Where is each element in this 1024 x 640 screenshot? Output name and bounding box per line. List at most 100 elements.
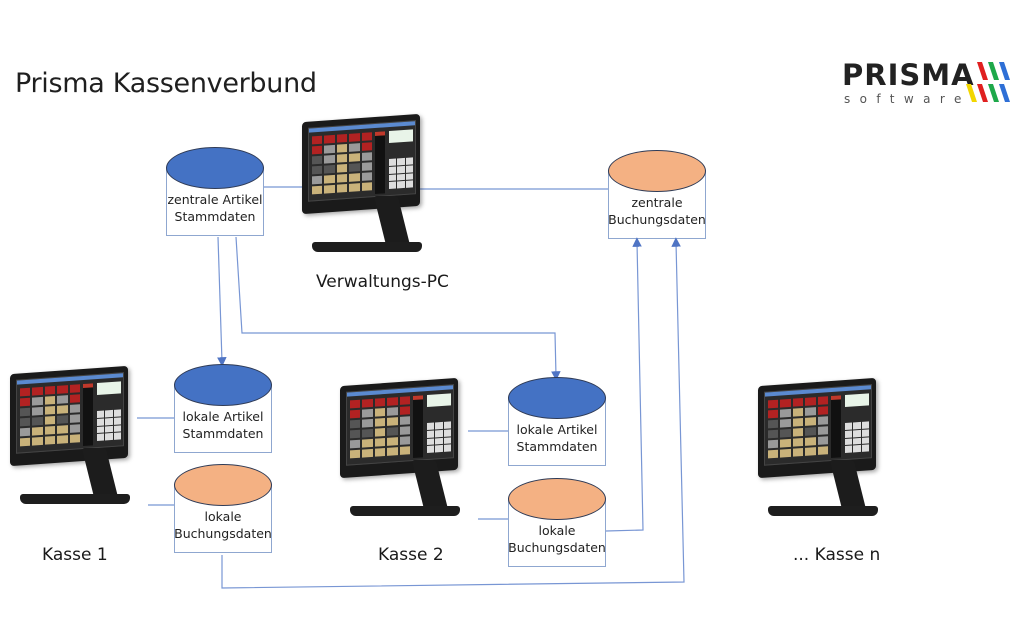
screen-key xyxy=(105,425,113,433)
screen-tile xyxy=(362,448,373,458)
screen-tile xyxy=(362,398,373,408)
screen-key xyxy=(405,157,413,165)
screen-key xyxy=(845,430,853,438)
screen-tile xyxy=(324,184,335,194)
screen-key xyxy=(427,438,435,446)
screen-tile xyxy=(69,384,80,393)
screen-tile xyxy=(374,447,386,457)
screen-tile xyxy=(805,447,816,456)
screen-tile xyxy=(32,396,43,406)
terminal-kasse-1 xyxy=(0,365,150,520)
screen-tile xyxy=(44,435,56,445)
screen-tile xyxy=(44,405,56,415)
screen-tile xyxy=(399,446,410,455)
screen-key xyxy=(443,444,451,452)
screen-tile xyxy=(387,427,398,436)
screen-key xyxy=(405,172,413,181)
screen-key xyxy=(113,417,121,425)
link-central-to-k1-master xyxy=(217,236,227,367)
logo-stripe xyxy=(999,62,1010,80)
screen-tile xyxy=(349,153,360,162)
screen-keypad xyxy=(845,421,869,454)
screen-tile xyxy=(44,395,56,405)
screen-tile xyxy=(362,418,373,428)
screen-key xyxy=(105,417,113,425)
terminal-screen xyxy=(302,113,420,215)
screen-tile xyxy=(349,163,360,172)
screen-key xyxy=(97,433,105,442)
screen-key xyxy=(389,174,397,182)
screen-key xyxy=(113,424,121,433)
logo-wordmark: PRISMA xyxy=(842,58,975,92)
screen-key xyxy=(861,444,869,452)
screen-tile xyxy=(312,155,323,165)
screen-tile xyxy=(336,153,348,163)
screen-tile xyxy=(349,143,360,152)
screen-button-grid xyxy=(768,396,828,459)
screen-key xyxy=(435,445,443,453)
screen-key xyxy=(97,418,105,426)
screen-tile xyxy=(361,152,372,161)
terminal-screen xyxy=(10,365,128,467)
screen-tile xyxy=(336,163,348,173)
screen-tile xyxy=(805,407,816,416)
screen-tile xyxy=(387,417,398,426)
screen-key xyxy=(397,165,405,173)
screen-keypad xyxy=(389,157,413,190)
db-label-line2: Buchungsdaten xyxy=(608,212,706,227)
screen-key xyxy=(389,158,397,166)
screen-tile xyxy=(361,142,372,151)
terminal-kasse-2 xyxy=(330,377,480,532)
screen-tile xyxy=(336,173,348,183)
screen-key xyxy=(405,165,413,173)
database-cylinder-icon xyxy=(508,377,606,419)
screen-tile xyxy=(20,427,31,437)
screen-tile xyxy=(20,417,31,427)
screen-key xyxy=(435,429,443,437)
screen-tile xyxy=(792,417,804,427)
logo-stripe xyxy=(977,84,988,102)
screen-tile xyxy=(768,409,779,419)
prisma-logo: PRISMA software xyxy=(842,58,1012,106)
caption-kasse-1: Kasse 1 xyxy=(42,545,108,565)
screen-tile xyxy=(792,407,804,417)
screen-key xyxy=(853,445,861,453)
screen-key xyxy=(443,421,451,429)
screen-tile xyxy=(69,394,80,403)
screen-tile xyxy=(780,448,791,458)
link-central-to-k2-master xyxy=(235,236,561,381)
screen-tile xyxy=(362,428,373,438)
screen-key xyxy=(105,433,113,441)
screen-key xyxy=(845,438,853,446)
link-k2-booking-to-central xyxy=(605,237,644,532)
screen-tile xyxy=(780,398,791,408)
screen-tile xyxy=(780,418,791,428)
screen-tile xyxy=(374,397,386,407)
screen-tile xyxy=(350,419,361,429)
diagram-title: Prisma Kassenverbund xyxy=(15,68,317,99)
terminal-screen xyxy=(340,377,458,479)
db-label-line1: zentrale Artikel xyxy=(167,192,263,207)
screen-tile xyxy=(44,385,56,395)
screen-tile xyxy=(57,435,68,444)
logo-stripes-icon xyxy=(966,62,1010,102)
screen-key xyxy=(427,430,435,438)
screen-key xyxy=(427,422,435,430)
screen-tile xyxy=(768,429,779,439)
db-label-line2: Buchungsdaten xyxy=(508,540,606,555)
screen-tile xyxy=(374,417,386,427)
screen-tile xyxy=(20,407,31,417)
screen-tile xyxy=(312,185,323,195)
screen-tile xyxy=(792,397,804,407)
screen-tile xyxy=(32,426,43,436)
screen-key xyxy=(853,437,861,445)
terminal-verwaltungs-pc xyxy=(292,113,442,268)
screen-tile xyxy=(768,399,779,409)
db-label-line1: lokale Artikel xyxy=(182,409,264,424)
screen-key xyxy=(861,421,869,429)
screen-tile xyxy=(387,447,398,456)
screen-tile xyxy=(780,438,791,448)
screen-tile xyxy=(336,183,348,193)
screen-tile xyxy=(374,437,386,447)
